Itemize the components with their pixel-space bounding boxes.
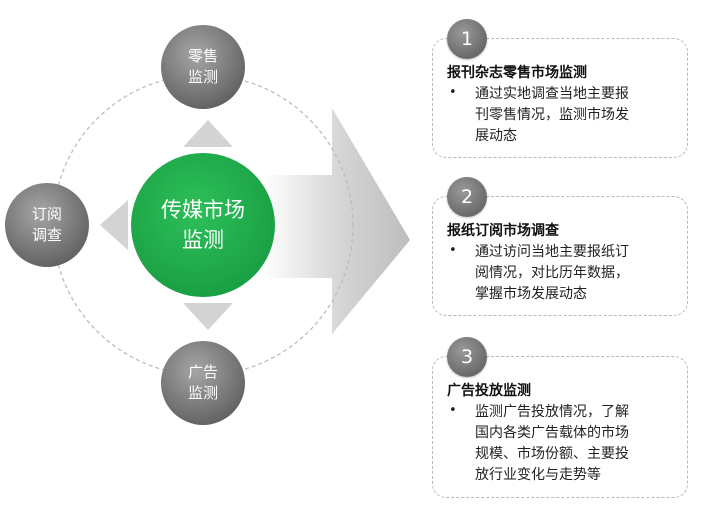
card-2-title: 报纸订阅市场调查 (447, 223, 559, 239)
arrow-up-triangle (183, 120, 233, 147)
node-bottom-label: 广告 监测 (187, 363, 218, 402)
card-3-bullet: • (449, 403, 457, 418)
arrow-down-triangle (183, 303, 233, 330)
node-top-label: 零售 监测 (187, 47, 218, 86)
card-1-number-badge: 1 (447, 19, 487, 59)
arrow-left-triangle (100, 200, 128, 250)
node-bottom-circle (161, 341, 245, 425)
big-right-arrow (262, 108, 410, 334)
card-3: 广告投放监测 • 监测广告投放情况，了解 国内各类广告载体的市场 规模、市场份额… (432, 356, 688, 498)
card-3-title: 广告投放监测 (447, 383, 531, 399)
node-left-label: 订阅 调查 (31, 205, 62, 244)
card-2: 报纸订阅市场调查 • 通过访问当地主要报纸订 阅情况，对比历年数据， 掌握市场发… (432, 196, 688, 316)
card-1: 报刊杂志零售市场监测 • 通过实地调查当地主要报 刊零售情况，监测市场发 展动态 (432, 38, 688, 158)
node-top-circle (161, 25, 245, 109)
card-3-text: 监测广告投放情况，了解 国内各类广告载体的市场 规模、市场份额、主要投 放行业变… (475, 404, 629, 483)
card-2-text: 通过访问当地主要报纸订 阅情况，对比历年数据， 掌握市场发展动态 (475, 244, 629, 302)
card-1-title: 报刊杂志零售市场监测 (447, 65, 587, 81)
card-1-text: 通过实地调查当地主要报 刊零售情况，监测市场发 展动态 (475, 86, 629, 144)
center-label: 传媒市场 监测 (161, 198, 245, 252)
card-2-number-badge: 2 (447, 177, 487, 217)
card-1-bullet: • (449, 85, 457, 100)
node-left-circle (5, 183, 89, 267)
card-2-bullet: • (449, 243, 457, 258)
card-3-number-badge: 3 (447, 337, 487, 377)
center-circle (131, 153, 275, 297)
